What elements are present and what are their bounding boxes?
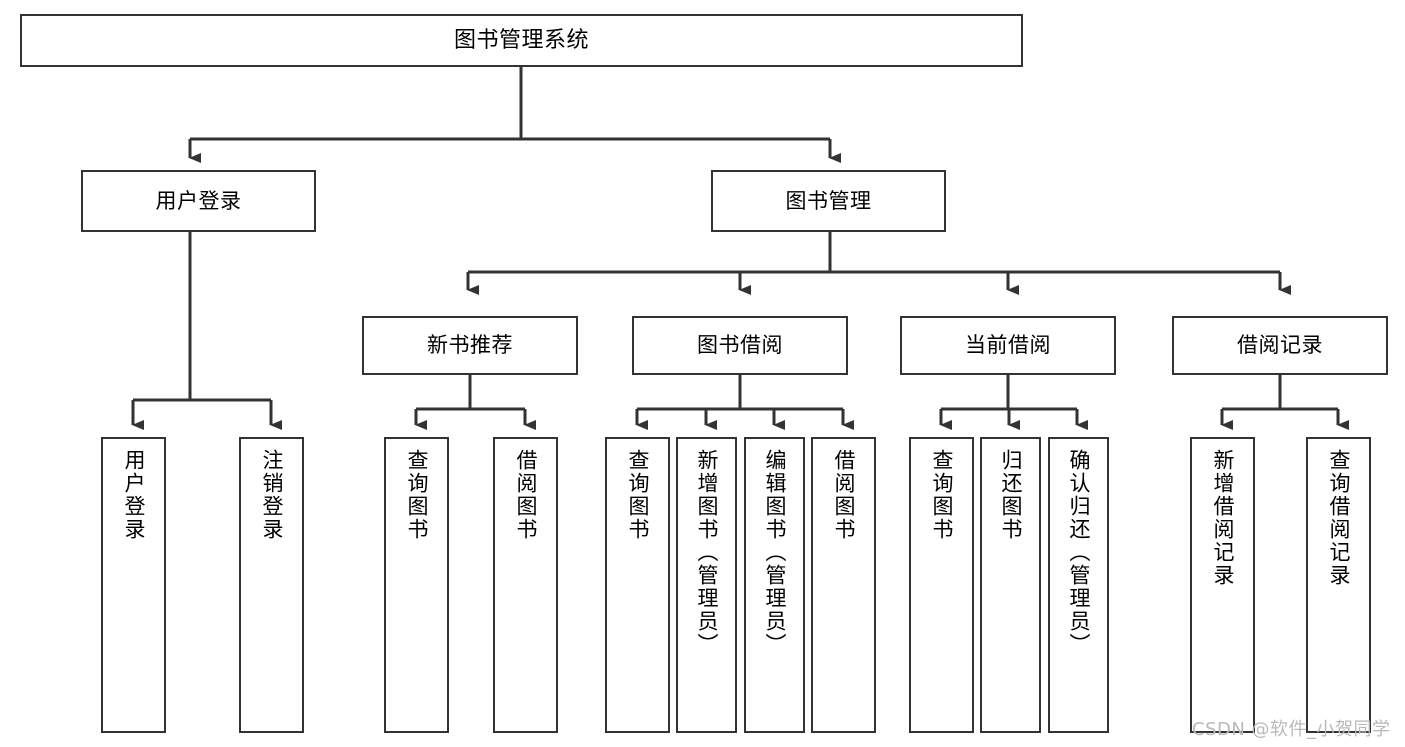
node-label: 用户登录	[122, 449, 147, 541]
node-label: 用户登录	[155, 188, 242, 213]
leaf-borrow-add-book-admin[interactable]: 新增图书（管理员）	[676, 437, 737, 733]
node-label: 图书管理系统	[453, 27, 589, 53]
watermark-text: CSDN @软件_小贺同学	[1192, 719, 1391, 740]
node-label: 编辑图书（管理员）	[763, 449, 788, 656]
leaf-borrow-borrow-book[interactable]: 借阅图书	[811, 437, 876, 733]
node-root-system[interactable]: 图书管理系统	[20, 14, 1023, 67]
node-borrow-record[interactable]: 借阅记录	[1172, 316, 1388, 375]
node-label: 查询图书	[930, 449, 955, 541]
leaf-current-confirm-return-admin[interactable]: 确认归还（管理员）	[1048, 437, 1109, 733]
node-label: 查询借阅记录	[1327, 449, 1352, 587]
leaf-user-login-signout[interactable]: 注销登录	[239, 437, 304, 733]
node-label: 借阅图书	[832, 449, 857, 541]
node-book-borrow[interactable]: 图书借阅	[632, 316, 848, 375]
node-book-management[interactable]: 图书管理	[711, 170, 946, 232]
node-label: 归还图书	[999, 449, 1024, 541]
leaf-borrow-edit-book-admin[interactable]: 编辑图书（管理员）	[744, 437, 805, 733]
leaf-current-return-book[interactable]: 归还图书	[980, 437, 1041, 733]
node-label: 查询图书	[626, 449, 651, 541]
node-label: 新书推荐	[427, 333, 513, 358]
node-label: 确认归还（管理员）	[1067, 449, 1092, 656]
node-label: 图书管理	[785, 188, 872, 213]
node-new-book-recommend[interactable]: 新书推荐	[362, 316, 578, 375]
leaf-record-add-record[interactable]: 新增借阅记录	[1190, 437, 1255, 733]
leaf-recommend-borrow-book[interactable]: 借阅图书	[493, 437, 558, 733]
leaf-user-login-signin[interactable]: 用户登录	[101, 437, 166, 733]
node-label: 图书借阅	[697, 333, 783, 358]
leaf-record-query-record[interactable]: 查询借阅记录	[1306, 437, 1371, 733]
node-label: 注销登录	[260, 449, 285, 541]
leaf-recommend-query-book[interactable]: 查询图书	[384, 437, 449, 733]
node-label: 查询图书	[405, 449, 430, 541]
node-label: 新增借阅记录	[1211, 449, 1236, 587]
node-label: 借阅记录	[1237, 333, 1323, 358]
leaf-borrow-query-book[interactable]: 查询图书	[605, 437, 670, 733]
leaf-current-query-book[interactable]: 查询图书	[909, 437, 974, 733]
node-user-login[interactable]: 用户登录	[81, 170, 316, 232]
node-label: 当前借阅	[965, 333, 1051, 358]
node-current-borrow[interactable]: 当前借阅	[900, 316, 1116, 375]
node-label: 新增图书（管理员）	[695, 449, 720, 656]
node-label: 借阅图书	[514, 449, 539, 541]
